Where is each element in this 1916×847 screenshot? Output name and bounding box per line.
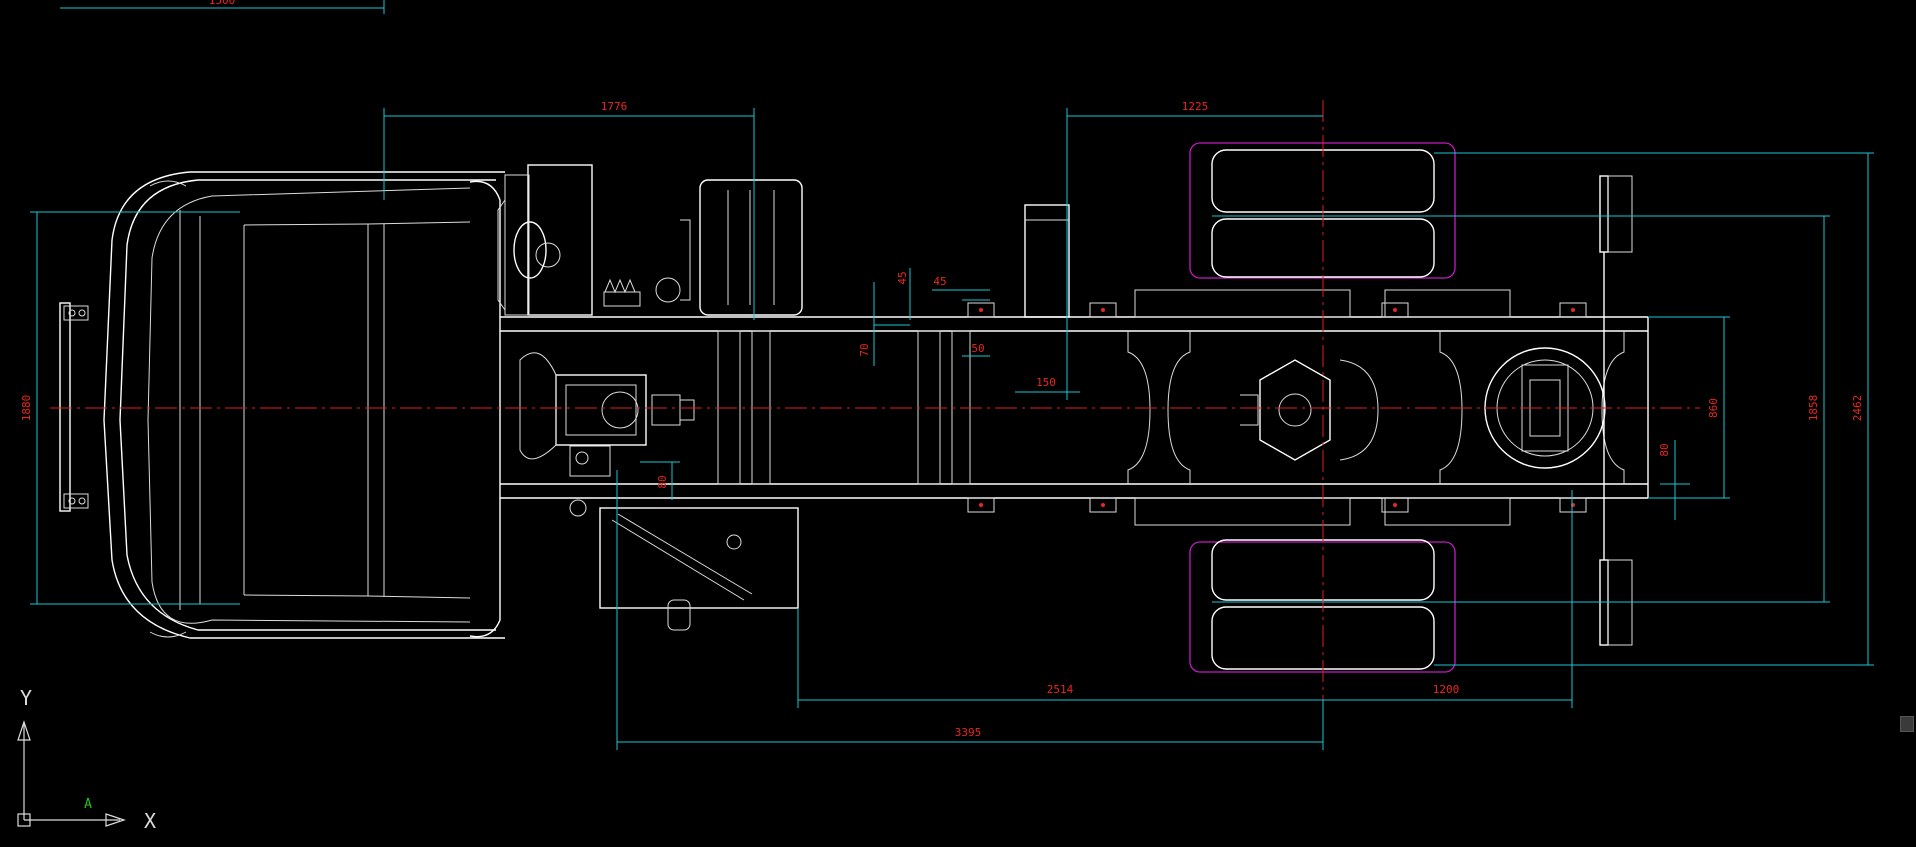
dim-top-partial: 1500 [209, 0, 236, 7]
dim-1880: 1880 [20, 395, 33, 422]
ucs-x-label: X [144, 809, 156, 833]
dim-50: 50 [971, 342, 984, 355]
dim-860: 860 [1707, 398, 1720, 418]
cab-outline [103, 171, 505, 639]
dim-2514: 2514 [1047, 683, 1074, 696]
engine-components [497, 164, 803, 316]
vertical-scrollbar[interactable] [1900, 0, 1916, 847]
dimension-lines [30, 0, 1874, 750]
dim-1225: 1225 [1182, 100, 1209, 113]
chassis-frame [500, 302, 1649, 513]
dim-45-vertical: 45 [896, 271, 909, 284]
dim-2462: 2462 [1851, 395, 1864, 422]
dimension-labels: 1500 1776 1225 45 45 50 70 150 80 1880 8… [20, 0, 1864, 739]
dim-1858: 1858 [1807, 395, 1820, 422]
fuel-tank [569, 499, 799, 631]
ucs-y-label: Y [20, 686, 32, 710]
dim-150: 150 [1036, 376, 1056, 389]
dim-3395: 3395 [955, 726, 982, 739]
dim-45-horizontal: 45 [933, 275, 946, 288]
dim-1776: 1776 [601, 100, 628, 113]
dim-80-rear: 80 [1658, 443, 1671, 456]
ucs-icon: Y X A [17, 686, 156, 833]
transmission [519, 352, 695, 477]
dim-70: 70 [858, 343, 871, 356]
scrollbar-thumb[interactable] [1900, 716, 1914, 732]
dim-1200: 1200 [1433, 683, 1460, 696]
dim-80-gearbox: 80 [656, 475, 669, 488]
front-bumper [59, 302, 89, 512]
ucs-a-label: A [84, 797, 92, 812]
battery-box [1024, 204, 1070, 318]
rear-axle [1134, 175, 1633, 646]
